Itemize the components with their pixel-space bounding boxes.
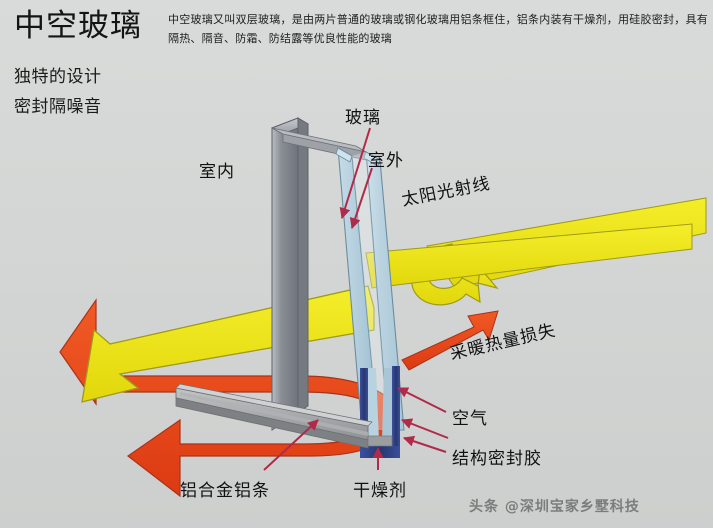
aluminium-spacer-bar-top bbox=[175, 383, 373, 427]
subtitle-line-2: 密封隔噪音 bbox=[14, 97, 102, 117]
glass-pane-outer-top bbox=[363, 151, 381, 167]
leader-glass bbox=[339, 127, 371, 220]
label-indoor: 室内 bbox=[199, 162, 235, 182]
leader-lines bbox=[263, 127, 449, 471]
label-glass: 玻璃 bbox=[345, 108, 381, 128]
label-desiccant: 干燥剂 bbox=[353, 481, 407, 501]
glazing-assembly bbox=[175, 117, 405, 458]
label-aluminium-bar: 铝合金铝条 bbox=[180, 481, 270, 501]
leader-air bbox=[397, 387, 447, 413]
leader-aluminium-bar bbox=[263, 419, 319, 471]
label-structural-sealant: 结构密封胶 bbox=[452, 449, 542, 469]
label-outdoor: 室外 bbox=[368, 151, 404, 171]
label-air: 空气 bbox=[452, 409, 488, 429]
glass-pane-inner-top bbox=[335, 147, 353, 163]
air-cavity bbox=[352, 152, 388, 430]
page-title: 中空玻璃 bbox=[14, 8, 142, 44]
window-frame-post bbox=[271, 117, 299, 431]
glass-outer-bottom-segment bbox=[382, 368, 392, 440]
leader-outdoor bbox=[349, 167, 373, 230]
subtitle-line-1: 独特的设计 bbox=[14, 67, 102, 87]
spacer-blue-right bbox=[392, 366, 400, 454]
desiccant-block bbox=[367, 435, 393, 447]
intro-paragraph: 中空玻璃又叫双层玻璃，是由两片普通的玻璃或钢化玻璃用铝条框住，铝条内装有干燥剂，… bbox=[168, 13, 708, 45]
window-frame-post-side bbox=[297, 117, 309, 413]
heat-loss-arrow bbox=[401, 310, 499, 371]
spacer-blue-left bbox=[360, 368, 368, 454]
desiccant-fill bbox=[180, 392, 368, 436]
watermark: 头条 @深圳宝家乡墅科技 bbox=[469, 499, 640, 515]
leader-structural-sealant bbox=[402, 435, 447, 453]
transmitted-ray-arrow-body bbox=[365, 223, 693, 289]
leader-spacer-extra bbox=[400, 418, 449, 439]
